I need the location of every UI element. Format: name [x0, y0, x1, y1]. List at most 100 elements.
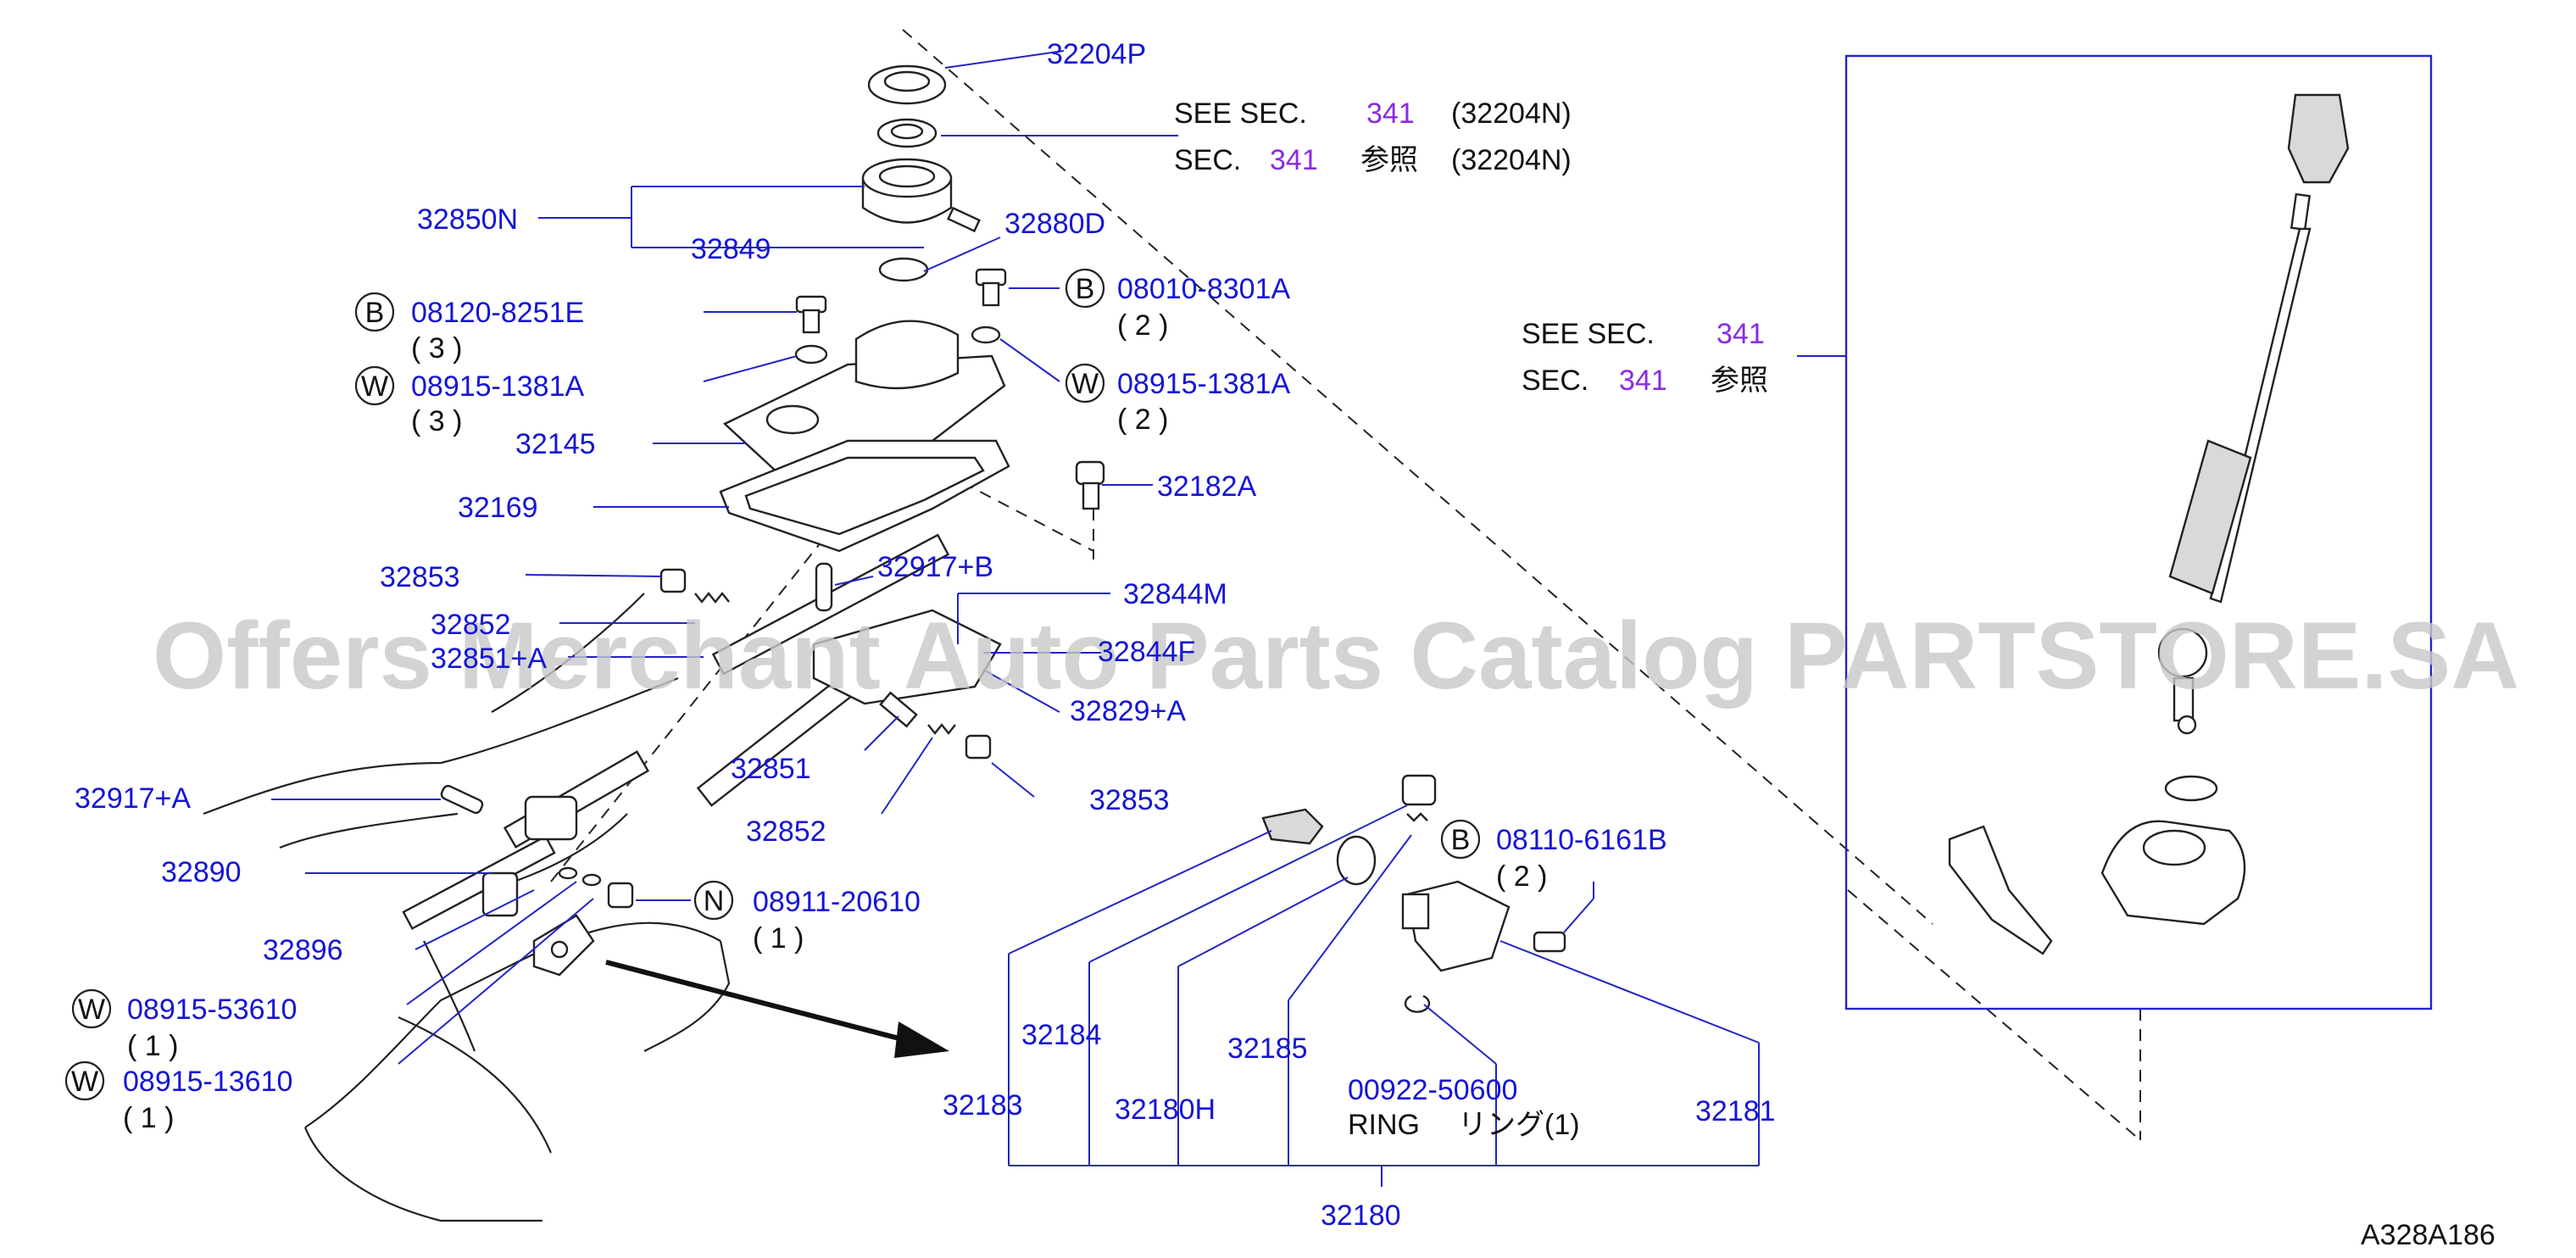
ring-label-jp: リング(1) [1458, 1109, 1580, 1141]
washer-32849 [878, 257, 929, 282]
see-sec-right-jp-link[interactable]: 341 [1619, 365, 1667, 397]
spring-32852-top [694, 592, 730, 604]
part-label-32896[interactable]: 32896 [263, 934, 343, 966]
part-label-00922-50600[interactable]: 00922-50600 [1348, 1074, 1517, 1106]
arrow [605, 960, 949, 1058]
part-label-32890[interactable]: 32890 [161, 856, 242, 888]
lever-box [1844, 54, 2433, 1010]
see-sec-top-jp-link[interactable]: 341 [1270, 144, 1318, 176]
circle-b-08010: B [1076, 273, 1095, 305]
circle-w-08915-left: W [361, 370, 388, 403]
ring-00922 [1404, 994, 1431, 1013]
qty-08911-20610: ( 1 ) [753, 922, 804, 955]
part-label-08010-8301A[interactable]: 08010-8301A [1117, 273, 1291, 305]
part-label-32849[interactable]: 32849 [691, 233, 771, 265]
see-sec-top-en-ref: (32204N) [1451, 97, 1572, 130]
part-label-08915-1381A-right[interactable]: 08915-1381A [1117, 368, 1291, 400]
part-label-32853-top[interactable]: 32853 [380, 561, 460, 593]
part-label-32184[interactable]: 32184 [1021, 1019, 1102, 1051]
see-sec-right-en-prefix: SEE SEC. [1522, 318, 1655, 350]
part-label-32917A[interactable]: 32917+A [75, 782, 191, 815]
see-sec-right-en-link[interactable]: 341 [1716, 318, 1765, 350]
dashed-reference-line [1847, 889, 2141, 1141]
part-label-32181[interactable]: 32181 [1695, 1095, 1776, 1127]
bolt-08010 [975, 268, 1007, 307]
pin-32880D [947, 206, 981, 233]
part-label-32180[interactable]: 32180 [1321, 1200, 1401, 1232]
qty-08010-8301A: ( 2 ) [1117, 309, 1168, 342]
qty-08110-6161B: ( 2 ) [1496, 860, 1547, 893]
washer-08915-left [794, 344, 828, 365]
qty-08915-1381A-left: ( 3 ) [411, 405, 462, 437]
part-label-32852-top[interactable]: 32852 [431, 609, 511, 641]
part-label-08915-1381A-left[interactable]: 08915-1381A [411, 370, 585, 403]
part-label-32851[interactable]: 32851 [731, 753, 811, 785]
plug-32853-bottom [965, 734, 992, 760]
bolt-08120 [795, 295, 827, 334]
part-label-32169[interactable]: 32169 [458, 492, 538, 524]
watermark-text: Offers Merchant Auto Parts Catalog PARTS… [153, 603, 2519, 709]
see-sec-right-jp-prefix: SEC. [1522, 365, 1588, 397]
washer-08915-right [971, 326, 1001, 344]
ball-32851 [879, 691, 918, 728]
dashed-reference-line [550, 508, 848, 882]
part-label-32182A[interactable]: 32182A [1157, 470, 1257, 503]
part-label-32185[interactable]: 32185 [1227, 1033, 1308, 1065]
circle-w-08915-13610: W [71, 1066, 98, 1098]
part-label-32844F[interactable]: 32844F [1098, 636, 1195, 668]
pin-32917B [815, 562, 833, 612]
ring-32204N [876, 118, 937, 148]
part-label-32180H[interactable]: 32180H [1115, 1094, 1216, 1126]
plug-32853-top [659, 568, 687, 593]
see-sec-top-jp-ref: (32204N) [1451, 144, 1572, 176]
qty-08915-53610: ( 1 ) [127, 1030, 178, 1062]
part-label-08110-6161B[interactable]: 08110-6161B [1496, 824, 1667, 856]
gasket-32169 [719, 439, 1010, 553]
qty-08120-8251E: ( 3 ) [411, 332, 462, 365]
dashed-reference-line [902, 29, 1933, 925]
part-label-32829A[interactable]: 32829+A [1070, 695, 1186, 727]
part-label-32204P[interactable]: 32204P [1047, 38, 1146, 70]
part-label-32844M[interactable]: 32844M [1123, 578, 1227, 610]
circle-b-08110: B [1451, 824, 1471, 856]
circle-w-08915-53610: W [78, 994, 105, 1026]
circle-letters: B W B W N W W B [64, 268, 1481, 1101]
bolt-08110 [1533, 931, 1566, 953]
cap-32184 [1401, 774, 1437, 822]
part-label-08911-20610[interactable]: 08911-20610 [753, 886, 921, 918]
part-label-32852-bottom[interactable]: 32852 [746, 815, 826, 848]
see-sec-top-en-prefix: SEE SEC. [1174, 97, 1307, 130]
boot-clamp [1948, 825, 2053, 955]
part-label-32880D[interactable]: 32880D [1004, 208, 1105, 240]
see-sec-top-jp-prefix: SEC. [1174, 144, 1241, 176]
circlip-32204P [867, 64, 947, 105]
spring-32852-bottom [927, 723, 956, 735]
seal-32185 [1336, 835, 1377, 886]
bushing-32849 [861, 158, 953, 224]
nut-08911 [558, 866, 634, 909]
see-sec-right-jp-suffix: 参照 [1711, 365, 1768, 397]
part-label-32850N[interactable]: 32850N [417, 203, 518, 236]
see-sec-top-jp-suffix: 参照 [1360, 144, 1418, 176]
part-label-08120-8251E[interactable]: 08120-8251E [411, 297, 584, 329]
part-label-32145[interactable]: 32145 [515, 428, 596, 460]
switch-32181 [1401, 880, 1511, 972]
ring-label-en: RING [1348, 1109, 1420, 1141]
qty-08915-13610: ( 1 ) [123, 1102, 174, 1134]
pin-32917A [440, 784, 484, 815]
part-labels: 32204P 32850N 32849 32880D 08120-8251E (… [75, 38, 1776, 1232]
part-label-32853-bottom[interactable]: 32853 [1089, 784, 1170, 816]
part-label-08915-13610[interactable]: 08915-13610 [123, 1066, 292, 1098]
see-sec-top-en-link[interactable]: 341 [1366, 97, 1415, 130]
diagram-id: A328A186 [2361, 1219, 2495, 1251]
part-label-32917B[interactable]: 32917+B [877, 551, 993, 583]
circle-w-08915-right: W [1071, 368, 1099, 400]
leader-lines [271, 50, 1846, 1187]
part-label-32183[interactable]: 32183 [943, 1089, 1023, 1122]
see-section-top: SEE SEC. 341 (32204N) SEC. 341 参照 (32204… [1174, 97, 1572, 176]
striker-32890 [402, 795, 578, 930]
part-label-08915-53610[interactable]: 08915-53610 [127, 994, 297, 1026]
bracket-32844 [812, 609, 1002, 705]
part-label-32851A[interactable]: 32851+A [431, 643, 547, 675]
